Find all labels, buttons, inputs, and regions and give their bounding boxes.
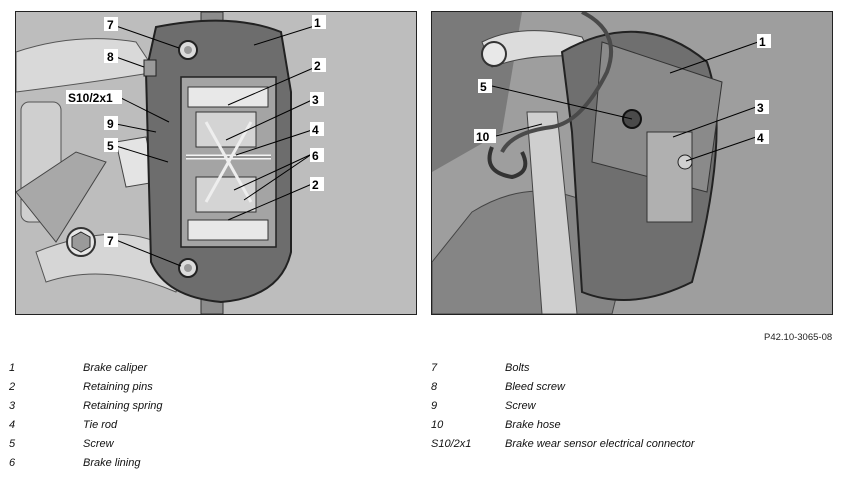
- legend-description: Brake caliper: [83, 362, 148, 374]
- callout-4: 4: [312, 123, 319, 137]
- legend-description: Brake wear sensor electrical connector: [505, 438, 695, 450]
- callout-5: 5: [107, 139, 114, 153]
- legend-description: Retaining spring: [83, 400, 163, 412]
- legend-item: S10/2x1 Brake wear sensor electrical con…: [431, 436, 831, 455]
- legend-item: 2 Retaining pins: [9, 379, 389, 398]
- legend-number: 3: [9, 400, 16, 412]
- callout-7-upper: 7: [107, 18, 114, 32]
- callout-8: 8: [107, 50, 114, 64]
- legend-number: 8: [431, 381, 438, 393]
- legend-number: 1: [9, 362, 16, 374]
- brake-caliper-side-view-illustration: 1 3 4 5 10: [431, 11, 833, 315]
- legend-item: 6 Brake lining: [9, 455, 389, 474]
- brake-caliper-front-view-illustration: 1 2 3 4 6 2 7 8 S10/2x1 9 5 7: [15, 11, 417, 315]
- callout-3: 3: [757, 101, 764, 115]
- legend-number: 9: [431, 400, 438, 412]
- legend-number: 10: [431, 419, 444, 431]
- legend-right: 7 Bolts 8 Bleed screw 9 Screw 10 Brake h…: [431, 360, 831, 455]
- left-illustration-drawing: 1 2 3 4 6 2 7 8 S10/2x1 9 5 7: [16, 12, 416, 314]
- legend-number: 5: [9, 438, 16, 450]
- legend-description: Brake hose: [505, 419, 561, 431]
- callout-7-lower: 7: [107, 234, 114, 248]
- callout-1: 1: [759, 35, 766, 49]
- callout-6: 6: [312, 149, 319, 163]
- callout-4: 4: [757, 131, 764, 145]
- legend-number: 6: [9, 457, 16, 469]
- callout-1: 1: [314, 16, 321, 30]
- legend-item: 3 Retaining spring: [9, 398, 389, 417]
- legend-item: 9 Screw: [431, 398, 831, 417]
- legend-description: Tie rod: [83, 419, 118, 431]
- callout-s10-2x1: S10/2x1: [68, 91, 113, 105]
- legend-number: 4: [9, 419, 16, 431]
- legend-description: Bleed screw: [505, 381, 565, 393]
- legend-left: 1 Brake caliper 2 Retaining pins 3 Retai…: [9, 360, 389, 474]
- callout-2-lower: 2: [312, 178, 319, 192]
- legend-description: Bolts: [505, 362, 530, 374]
- callout-10: 10: [476, 130, 490, 144]
- legend-number: 2: [9, 381, 16, 393]
- legend-item: 7 Bolts: [431, 360, 831, 379]
- legend-description: Screw: [505, 400, 536, 412]
- callout-3: 3: [312, 93, 319, 107]
- legend-item: 10 Brake hose: [431, 417, 831, 436]
- legend-item: 8 Bleed screw: [431, 379, 831, 398]
- right-illustration-drawing: 1 3 4 5 10: [432, 12, 832, 314]
- legend-description: Screw: [83, 438, 114, 450]
- legend-description: Brake lining: [83, 457, 141, 469]
- figure-reference: P42.10-3065-08: [764, 332, 833, 343]
- legend-item: 4 Tie rod: [9, 417, 389, 436]
- legend-item: 5 Screw: [9, 436, 389, 455]
- legend-number: S10/2x1: [431, 438, 472, 450]
- callout-9: 9: [107, 117, 114, 131]
- callout-5: 5: [480, 80, 487, 94]
- legend-description: Retaining pins: [83, 381, 153, 393]
- legend-number: 7: [431, 362, 438, 374]
- legend-item: 1 Brake caliper: [9, 360, 389, 379]
- callout-2: 2: [314, 59, 321, 73]
